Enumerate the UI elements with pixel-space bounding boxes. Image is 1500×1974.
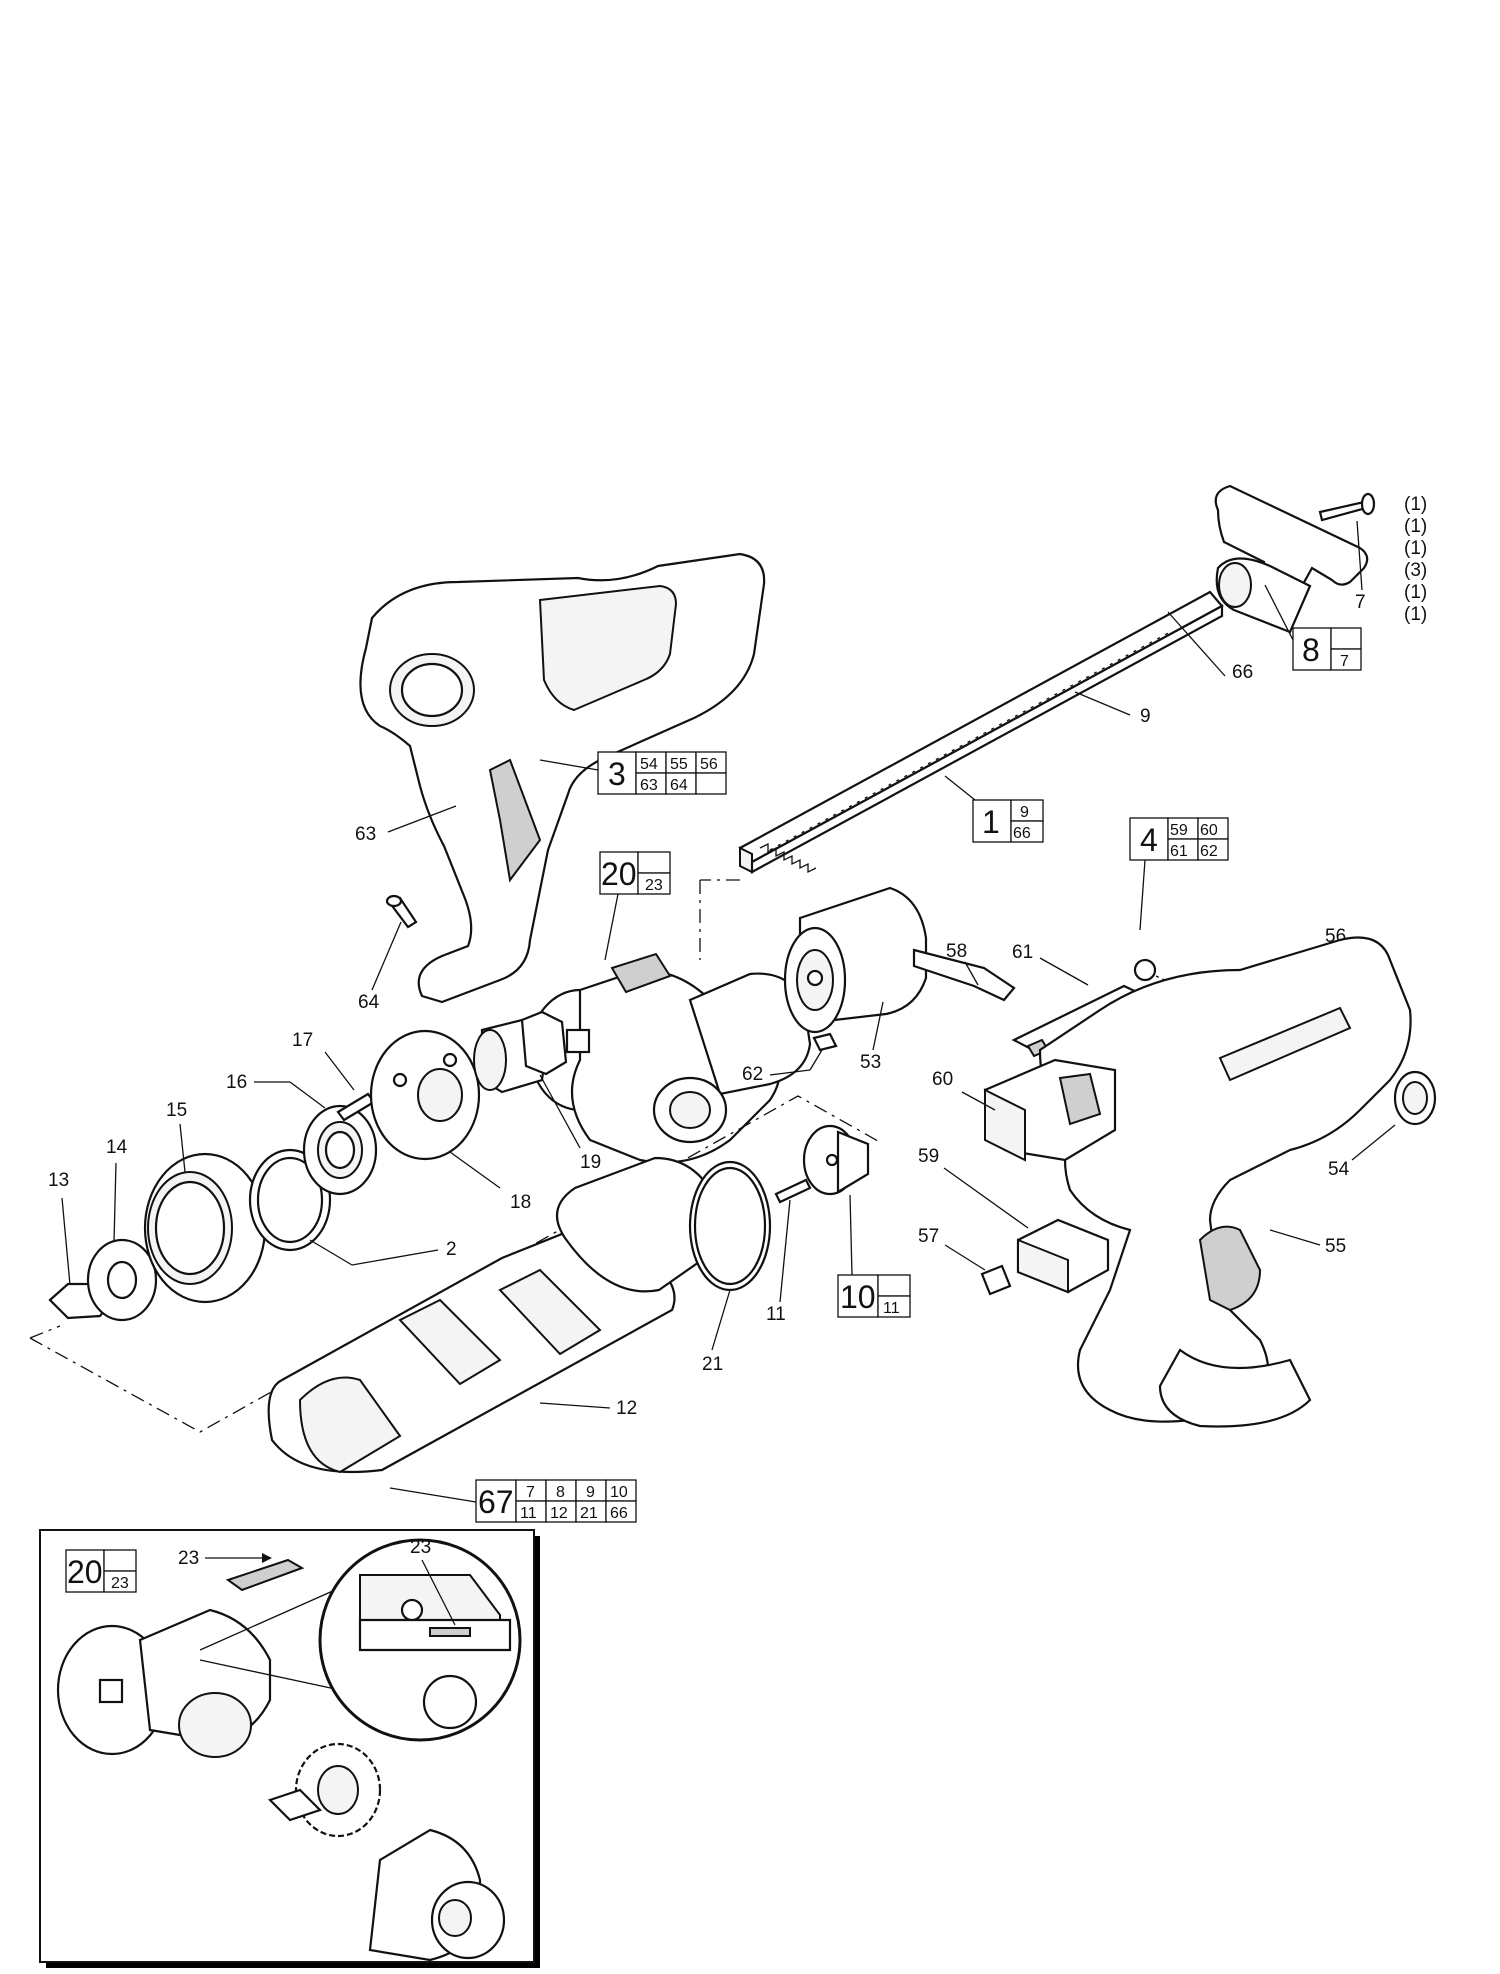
svg-text:66: 66 bbox=[1013, 825, 1031, 842]
kit-3-number: 3 bbox=[608, 756, 626, 792]
gearbox-assembly bbox=[528, 952, 812, 1164]
qty-5: (1) bbox=[1404, 582, 1427, 603]
callout-11: 11 bbox=[766, 1304, 786, 1325]
kit-box-20: 20 23 bbox=[599, 851, 671, 895]
callout-17: 17 bbox=[292, 1030, 313, 1051]
svg-text:56: 56 bbox=[700, 756, 718, 773]
inset-detail-panel: 20 23 23 23 bbox=[39, 1529, 540, 1968]
callout-7: 7 bbox=[1355, 592, 1366, 613]
kit-box-10: 10 11 bbox=[837, 1274, 911, 1318]
kit-4-number: 4 bbox=[1140, 822, 1158, 858]
frame-dashed-boundary bbox=[29, 1095, 879, 1433]
kit-1-number: 1 bbox=[982, 804, 1000, 840]
svg-text:7: 7 bbox=[1340, 653, 1349, 670]
qty-2: (1) bbox=[1404, 516, 1427, 537]
plunger-disc-10 bbox=[802, 1124, 870, 1196]
callout-53: 53 bbox=[860, 1052, 881, 1073]
kit-box-67: 67 7 8 9 10 11 12 21 66 bbox=[475, 1479, 637, 1523]
flange-18 bbox=[369, 1029, 481, 1161]
svg-text:12: 12 bbox=[550, 1505, 568, 1522]
callout-62: 62 bbox=[742, 1064, 763, 1085]
callout-19: 19 bbox=[580, 1152, 601, 1173]
qty-4: (3) bbox=[1404, 560, 1427, 581]
gear-inset bbox=[294, 1742, 382, 1838]
svg-text:61: 61 bbox=[1170, 843, 1188, 860]
callout-18: 18 bbox=[510, 1192, 531, 1213]
kit-8-number: 8 bbox=[1302, 632, 1320, 668]
sensor-23 bbox=[225, 1558, 305, 1592]
frame-12 bbox=[267, 1156, 719, 1474]
kit-box-1: 1 9 66 bbox=[972, 799, 1044, 843]
svg-text:62: 62 bbox=[1200, 843, 1218, 860]
callout-23-inset: 23 bbox=[178, 1548, 199, 1569]
screw-7 bbox=[1318, 492, 1376, 522]
kit-20-number: 20 bbox=[601, 856, 637, 892]
svg-text:23: 23 bbox=[645, 877, 663, 894]
sensor-62 bbox=[812, 1032, 838, 1052]
svg-text:55: 55 bbox=[670, 756, 688, 773]
callout-14: 14 bbox=[106, 1137, 128, 1158]
callout-66: 66 bbox=[1232, 662, 1253, 683]
switch-60 bbox=[983, 1058, 1117, 1162]
quantity-list: (1) (1) (1) (3) (1) (1) bbox=[1404, 494, 1427, 625]
kit-box-4: 4 59 60 61 62 bbox=[1129, 817, 1229, 861]
callout-12: 12 bbox=[616, 1398, 637, 1419]
callout-63: 63 bbox=[355, 824, 376, 845]
kit-box-8: 8 7 bbox=[1292, 627, 1362, 671]
kit-box-20-inset: 20 23 bbox=[65, 1549, 137, 1593]
motor bbox=[783, 886, 928, 1034]
callout-59: 59 bbox=[918, 1146, 939, 1167]
callout-57: 57 bbox=[918, 1226, 939, 1247]
right-housing bbox=[1038, 936, 1412, 1428]
svg-text:59: 59 bbox=[1170, 822, 1188, 839]
switch-slide-58 bbox=[912, 948, 1016, 1002]
svg-text:21: 21 bbox=[580, 1505, 598, 1522]
kit-20-inset-number: 20 bbox=[67, 1554, 103, 1590]
callout-54: 54 bbox=[1328, 1159, 1350, 1180]
switch-block-59 bbox=[1016, 1218, 1110, 1294]
callout-55: 55 bbox=[1325, 1236, 1346, 1257]
svg-text:66: 66 bbox=[610, 1505, 628, 1522]
bearing-16 bbox=[302, 1104, 378, 1196]
knob-54 bbox=[1393, 1070, 1437, 1126]
screw-64 bbox=[385, 894, 418, 929]
kit-67-number: 67 bbox=[478, 1484, 514, 1520]
callout-60: 60 bbox=[932, 1069, 953, 1090]
callout-21: 21 bbox=[702, 1354, 723, 1375]
rack-bar bbox=[738, 590, 1224, 874]
qty-6: (1) bbox=[1404, 604, 1427, 625]
callout-16: 16 bbox=[226, 1072, 247, 1093]
qty-1: (1) bbox=[1404, 494, 1427, 515]
svg-text:63: 63 bbox=[640, 777, 658, 794]
kit-10-number: 10 bbox=[840, 1279, 876, 1315]
svg-text:9: 9 bbox=[586, 1484, 595, 1501]
screw-11 bbox=[774, 1178, 812, 1204]
svg-text:54: 54 bbox=[640, 756, 658, 773]
qty-3: (1) bbox=[1404, 538, 1427, 559]
plunger-handle bbox=[1214, 484, 1369, 634]
left-housing-half bbox=[359, 552, 766, 1004]
svg-text:60: 60 bbox=[1200, 822, 1218, 839]
svg-text:10: 10 bbox=[610, 1484, 628, 1501]
callout-9: 9 bbox=[1140, 706, 1151, 727]
callout-15: 15 bbox=[166, 1100, 187, 1121]
callout-58: 58 bbox=[946, 941, 967, 962]
callout-61: 61 bbox=[1012, 942, 1033, 963]
coupler-19 bbox=[473, 1010, 568, 1094]
svg-text:11: 11 bbox=[883, 1300, 900, 1317]
spring-57 bbox=[980, 1264, 1012, 1296]
svg-text:64: 64 bbox=[670, 777, 688, 794]
svg-text:9: 9 bbox=[1020, 804, 1029, 821]
callout-23-detail: 23 bbox=[410, 1537, 431, 1558]
svg-text:8: 8 bbox=[556, 1484, 565, 1501]
kit-box-3: 3 54 55 56 63 64 bbox=[597, 751, 727, 795]
svg-text:23: 23 bbox=[111, 1575, 129, 1592]
svg-text:11: 11 bbox=[520, 1505, 537, 1522]
svg-text:7: 7 bbox=[526, 1484, 535, 1501]
collar-15 bbox=[143, 1152, 267, 1304]
callout-13: 13 bbox=[48, 1170, 69, 1191]
callout-64: 64 bbox=[358, 992, 380, 1013]
callout-2: 2 bbox=[446, 1239, 457, 1260]
